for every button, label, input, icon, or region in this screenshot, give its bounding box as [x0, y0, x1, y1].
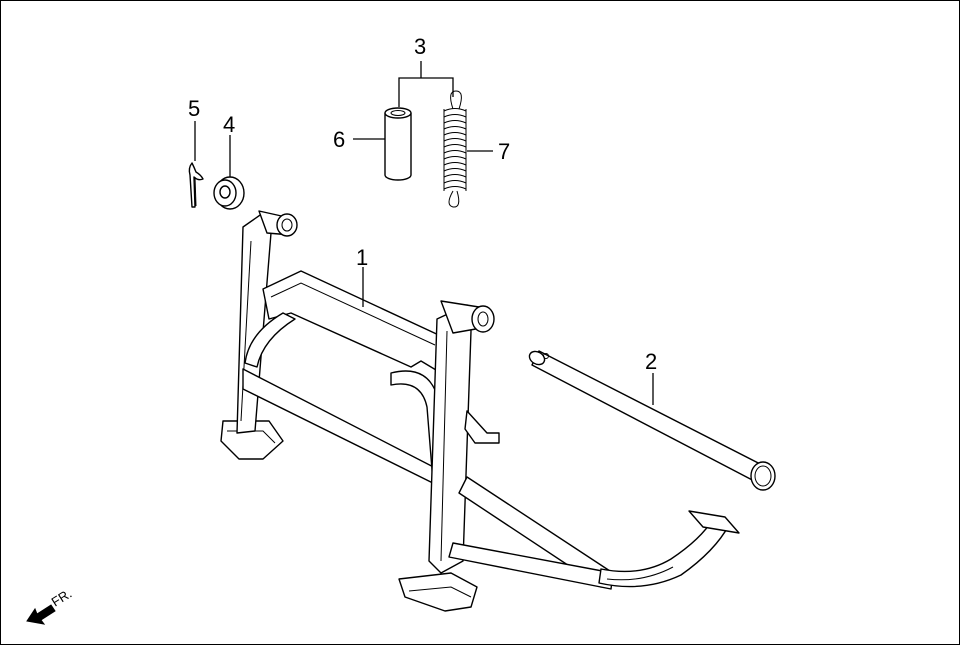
- shaft-part: [528, 350, 776, 491]
- leader-line-3: [398, 61, 454, 107]
- front-label: FR.: [49, 586, 75, 610]
- cotter-pin-part: [188, 162, 204, 208]
- callout-5: 5: [188, 96, 200, 121]
- collar-part: [384, 107, 412, 181]
- callout-4: 4: [223, 112, 235, 137]
- callout-6: 6: [333, 127, 345, 152]
- callout-3: 3: [414, 34, 426, 59]
- callout-7: 7: [498, 139, 510, 164]
- callout-2: 2: [645, 349, 657, 374]
- front-arrow-icon: [26, 604, 56, 625]
- main-stand-part: [220, 210, 740, 612]
- callout-1: 1: [356, 245, 368, 270]
- washer-part: [213, 176, 245, 210]
- spring-part: [443, 90, 467, 208]
- front-direction-marker: FR.: [26, 586, 75, 625]
